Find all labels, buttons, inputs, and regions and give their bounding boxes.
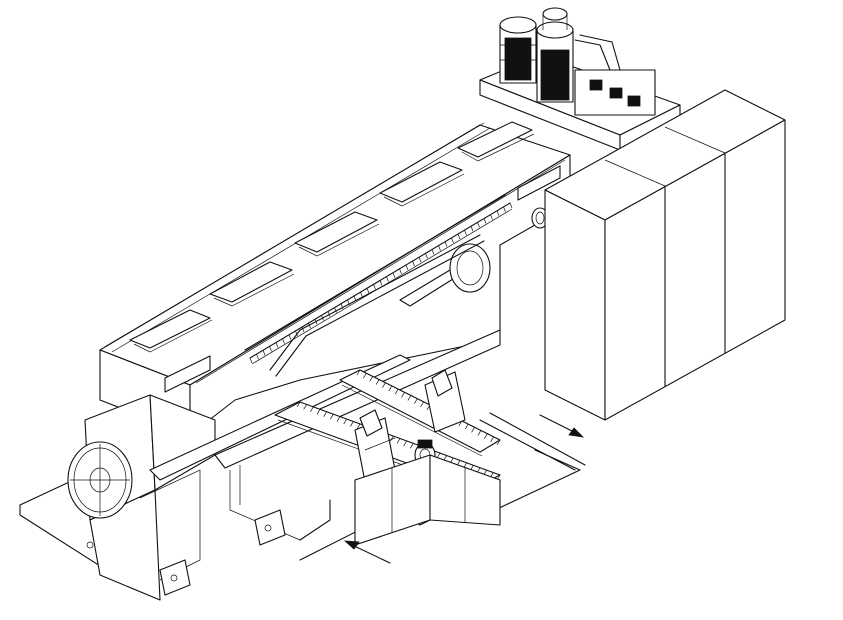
tick-mark xyxy=(356,423,361,430)
tick-mark xyxy=(438,245,441,251)
tick-mark xyxy=(288,334,292,340)
tick-mark xyxy=(390,435,394,442)
clamp-assembly-left xyxy=(354,409,396,483)
tick-mark xyxy=(509,202,513,209)
tick-mark xyxy=(451,237,454,244)
electric-motor-left xyxy=(499,16,537,84)
tick-mark xyxy=(470,226,474,232)
arrow-exit-right xyxy=(539,414,585,438)
tick-mark xyxy=(496,439,501,446)
tick-mark xyxy=(275,342,279,348)
tick-mark xyxy=(477,430,482,436)
tick-mark xyxy=(382,382,386,388)
tick-mark xyxy=(295,330,298,337)
tick-mark xyxy=(262,350,266,356)
tick-mark xyxy=(350,421,354,427)
tick-mark xyxy=(343,418,347,425)
tick-mark xyxy=(369,376,374,382)
tick-mark xyxy=(410,443,414,449)
tick-mark xyxy=(396,438,401,444)
tick-mark xyxy=(405,264,409,271)
tick-mark xyxy=(336,416,341,422)
tick-mark xyxy=(323,411,327,417)
tick-mark xyxy=(379,280,383,286)
arrow-exit-left xyxy=(343,540,391,564)
tick-mark xyxy=(330,413,334,420)
tick-mark xyxy=(392,272,396,278)
tick-mark xyxy=(407,395,412,401)
tick-mark xyxy=(373,284,376,290)
tick-mark xyxy=(477,222,480,228)
tick-mark xyxy=(444,241,448,247)
tick-mark xyxy=(471,427,475,433)
electric-motor-right xyxy=(536,7,574,103)
tick-mark xyxy=(308,322,311,329)
pit-wall-box xyxy=(354,454,501,546)
nameplate-rear xyxy=(517,165,561,201)
tick-mark xyxy=(490,436,494,442)
tick-mark xyxy=(296,401,301,408)
tick-mark xyxy=(269,346,272,352)
anchor-feet xyxy=(86,509,286,596)
tick-mark xyxy=(327,311,331,317)
tick-mark xyxy=(301,326,305,333)
tick-mark xyxy=(356,369,361,376)
tick-mark xyxy=(420,401,424,407)
tick-mark xyxy=(496,210,500,216)
clamp-assembly-right xyxy=(424,369,466,433)
tick-mark xyxy=(310,406,314,413)
tick-mark xyxy=(388,385,393,392)
tick-mark xyxy=(483,433,488,439)
end-flange xyxy=(67,441,133,519)
tick-mark xyxy=(334,307,337,313)
tick-mark xyxy=(412,260,415,267)
tick-mark xyxy=(303,404,307,410)
tick-mark xyxy=(413,398,418,404)
tick-mark xyxy=(394,388,399,395)
tick-mark xyxy=(464,229,467,236)
hydraulic-cylinder xyxy=(269,234,491,377)
nameplate-front xyxy=(164,355,211,393)
tick-mark xyxy=(386,276,389,282)
tick-mark xyxy=(490,214,493,220)
tick-mark xyxy=(431,249,435,255)
tick-mark xyxy=(483,218,487,224)
tick-mark xyxy=(360,291,363,298)
valve-block xyxy=(574,34,656,116)
tick-mark xyxy=(316,409,321,415)
tick-mark xyxy=(363,373,367,379)
tick-mark xyxy=(457,233,461,240)
tick-mark xyxy=(503,206,506,213)
tick-mark xyxy=(399,268,402,275)
tick-mark xyxy=(282,338,285,344)
electrical-cabinets xyxy=(544,89,786,421)
tick-mark xyxy=(403,440,407,447)
tick-mark xyxy=(425,253,428,259)
tick-mark xyxy=(401,392,405,398)
tick-mark xyxy=(375,379,380,385)
tick-mark xyxy=(249,357,253,364)
tick-mark xyxy=(366,288,370,294)
tick-mark xyxy=(418,257,422,263)
tick-mark xyxy=(256,353,259,360)
tick-mark xyxy=(464,423,469,430)
